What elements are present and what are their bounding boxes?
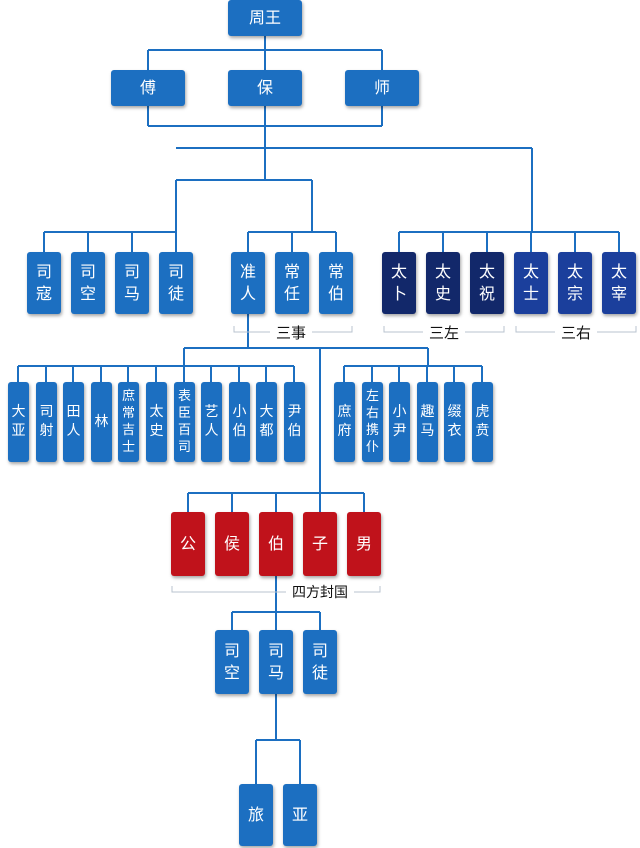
node-huben: 虎 贲 [472,382,493,462]
node-vassal-sikong: 司 空 [215,630,249,694]
node-gong: 公 [171,512,205,576]
node-sima: 司 马 [115,252,149,314]
node-vassal-sima: 司 马 [259,630,293,694]
king-zhouwang: 周王 [228,0,302,36]
node-sikou: 司 寇 [27,252,61,314]
node-taishi-row2: 太 史 [146,382,167,462]
group-label-sanzuo: 三左 [423,324,466,342]
node-xiaobo: 小 伯 [229,382,250,462]
node-zuoyouxiepu: 左 右 携 仆 [362,382,383,462]
node-taizong: 太 宗 [558,252,592,314]
node-zi: 子 [303,512,337,576]
node-tianren: 田 人 [63,382,84,462]
node-bo: 伯 [259,512,293,576]
node-vassal-situ: 司 徒 [303,630,337,694]
node-quma: 趣 马 [417,382,438,462]
node-yiren: 艺 人 [201,382,222,462]
node-lin: 林 [91,382,112,462]
group-label-sanshi: 三事 [270,324,313,342]
node-nan: 男 [347,512,381,576]
node-ya: 亚 [283,784,317,846]
node-yinbo: 尹 伯 [284,382,305,462]
node-taibu: 太 卜 [382,252,416,314]
node-shuchangjishi: 庶 常 吉 士 [118,382,139,462]
node-situ: 司 徒 [159,252,193,314]
node-shi: 师 [345,70,419,106]
node-sikong: 司 空 [71,252,105,314]
node-taizhu: 太 祝 [470,252,504,314]
node-taizai: 太 宰 [602,252,636,314]
node-taishi: 太 史 [426,252,460,314]
node-biaochenbaisi: 表 臣 百 司 [174,382,195,462]
node-taishi-scholar: 太 士 [514,252,548,314]
node-daya: 大 亚 [8,382,29,462]
node-sishe: 司 射 [36,382,57,462]
node-shufu: 庶 府 [334,382,355,462]
node-dadu: 大 都 [256,382,277,462]
node-xiaoyin: 小 尹 [389,382,410,462]
node-fu: 傅 [111,70,185,106]
node-changbo: 常 伯 [319,252,353,314]
node-lv: 旅 [239,784,273,846]
node-changren: 常 任 [275,252,309,314]
node-hou: 侯 [215,512,249,576]
group-label-sanyou: 三右 [555,324,598,342]
node-bao: 保 [228,70,302,106]
node-zhunren: 准 人 [231,252,265,314]
group-label-sifangfengguo: 四方封国 [286,584,354,602]
node-zhuiyi: 缀 衣 [444,382,465,462]
